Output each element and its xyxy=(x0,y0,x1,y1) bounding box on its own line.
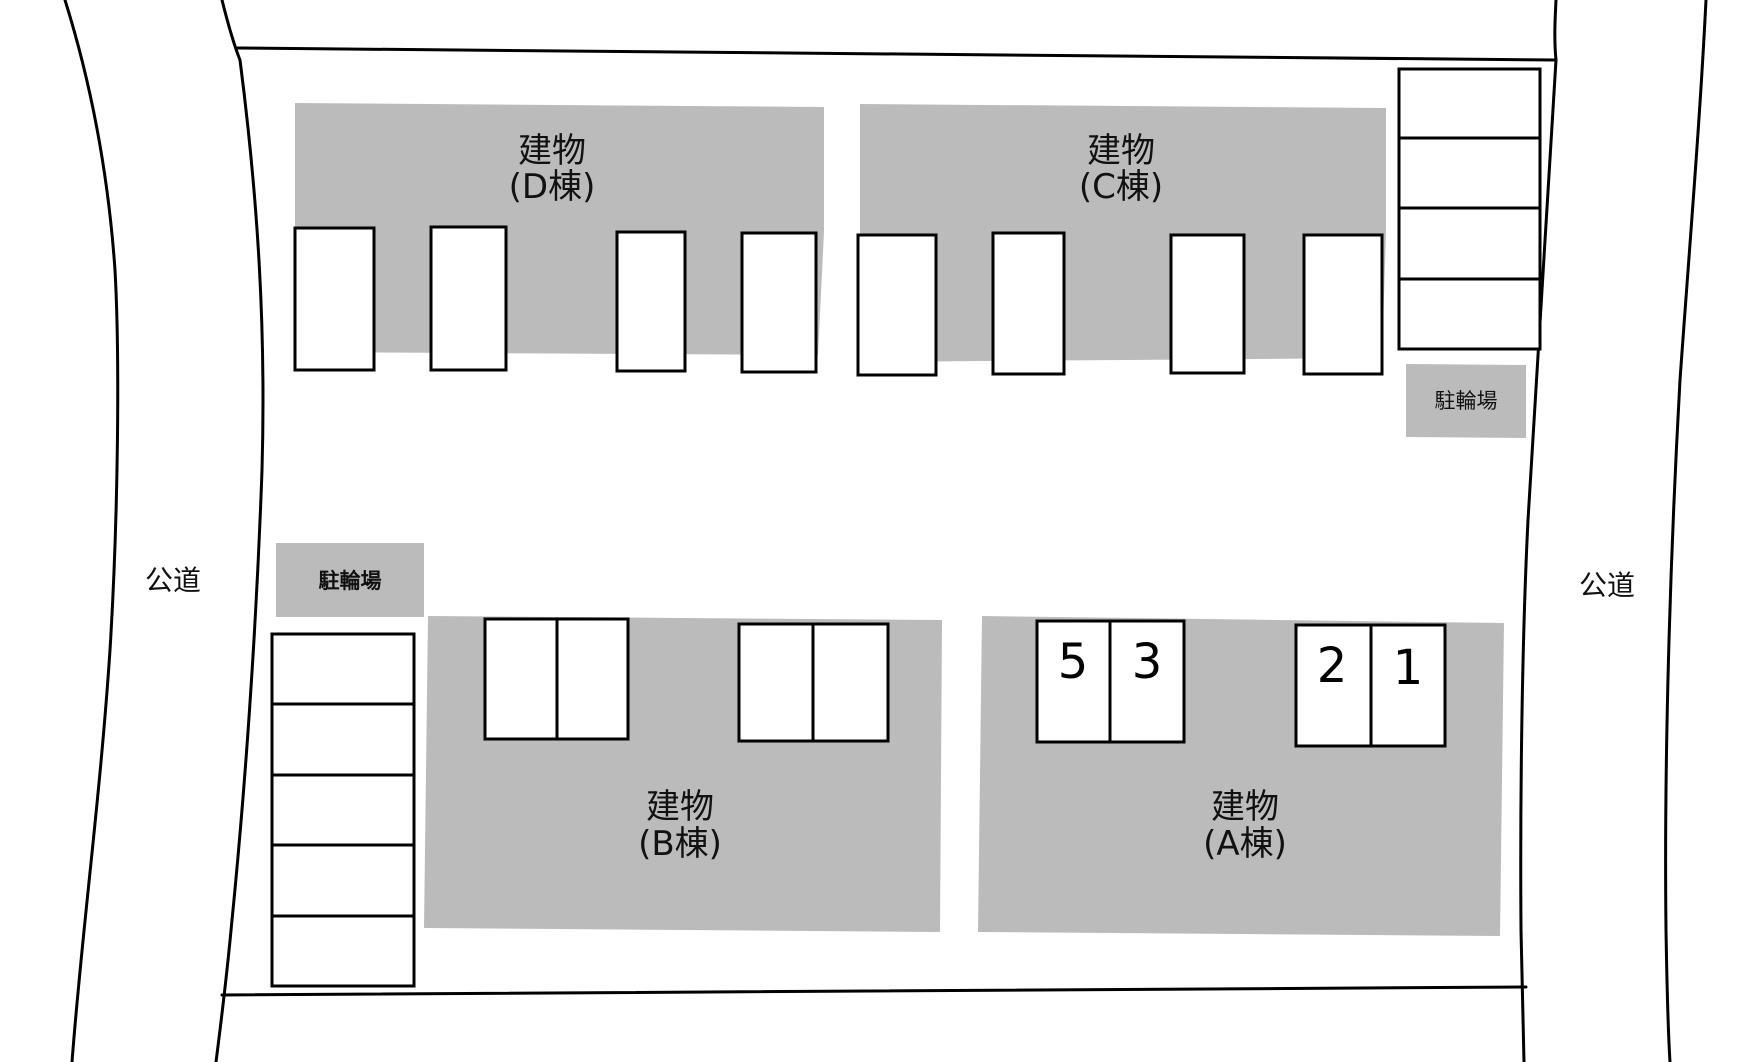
road-lines xyxy=(63,0,1708,1062)
parking-slots-east-stack xyxy=(1397,67,1542,351)
lot-north-edge xyxy=(235,46,1558,62)
building-c-label-line2: (C棟) xyxy=(1079,167,1163,207)
building-a-label-line1: 建物 xyxy=(1211,787,1279,827)
public-road-east-label: 公道 xyxy=(1579,569,1635,602)
building-a-label-line2: (A棟) xyxy=(1203,824,1287,864)
east-road-outer-edge xyxy=(1664,0,1708,1062)
parking-slot xyxy=(856,233,938,377)
parking-slots-west-stack xyxy=(270,632,416,988)
bicycle-parking-northeast xyxy=(1406,364,1526,438)
unit-number-2: 2 xyxy=(1317,638,1348,694)
building-d-label-line2: (D棟) xyxy=(509,167,596,207)
building-c-label-line1: 建物 xyxy=(1087,131,1155,171)
unit-number-3: 3 xyxy=(1132,634,1163,690)
bicycle-parking-northeast-label: 駐輪場 xyxy=(1435,389,1498,413)
parking-slot xyxy=(991,231,1066,376)
west-road-outer-edge xyxy=(63,0,120,1062)
building-labels: 建物 (D棟) 建物 (C棟) 建物 (B棟) 建物 (A棟) xyxy=(509,131,1287,864)
building-d xyxy=(295,103,824,355)
building-d-label-line1: 建物 xyxy=(518,131,586,171)
west-road-inner-edge xyxy=(214,0,265,1062)
parking-slot xyxy=(429,225,508,372)
parking-slot xyxy=(270,632,416,988)
parking-slots-north xyxy=(293,225,1384,377)
public-road-west-label: 公道 xyxy=(145,564,201,597)
building-b-label-line1: 建物 xyxy=(646,787,714,827)
lot-north-east-stub xyxy=(1553,0,1558,62)
parking-slot xyxy=(740,231,818,374)
unit-numbers: 5 3 2 1 xyxy=(1058,634,1424,696)
lot-east-edge xyxy=(1519,58,1558,1062)
parking-slots-south xyxy=(483,617,1447,748)
building-b-label-line2: (B棟) xyxy=(638,824,722,864)
bicycle-parking-west xyxy=(276,543,424,617)
unit-number-1: 1 xyxy=(1393,640,1424,696)
lot-south-edge xyxy=(220,985,1528,997)
bicycle-parking-west-label: 駐輪場 xyxy=(319,569,382,593)
parking-slot xyxy=(1302,233,1384,376)
unit-number-5: 5 xyxy=(1058,634,1089,690)
parking-slot xyxy=(1169,233,1246,375)
parking-slot xyxy=(615,230,687,373)
parking-slot xyxy=(293,226,376,372)
